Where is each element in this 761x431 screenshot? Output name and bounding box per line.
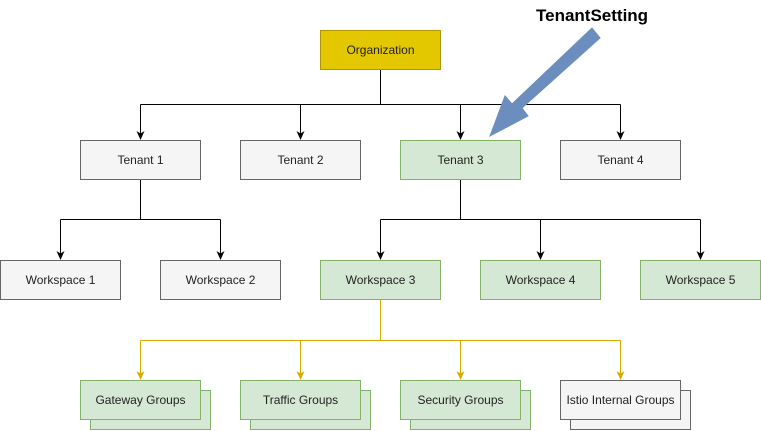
node-istio-internal-groups: Istio Internal Groups — [560, 380, 681, 420]
node-workspace-4-label: Workspace 4 — [505, 273, 576, 287]
node-workspace-5-label: Workspace 5 — [665, 273, 736, 287]
node-tenant-4-label: Tenant 4 — [597, 153, 644, 167]
node-security-groups: Security Groups — [400, 380, 521, 420]
node-istio-internal-groups-label: Istio Internal Groups — [566, 393, 675, 407]
node-gateway-groups: Gateway Groups — [80, 380, 201, 420]
tenantsetting-label: TenantSetting — [536, 6, 649, 25]
node-workspace-2-label: Workspace 2 — [185, 273, 256, 287]
node-tenant-4: Tenant 4 — [560, 140, 681, 180]
node-workspace-1-label: Workspace 1 — [25, 273, 96, 287]
node-traffic-groups-label: Traffic Groups — [262, 393, 339, 407]
node-tenant-1-label: Tenant 1 — [117, 153, 164, 167]
tenantsetting-arrow — [489, 27, 601, 138]
node-tenant-3-label: Tenant 3 — [437, 153, 484, 167]
node-tenant-2: Tenant 2 — [240, 140, 361, 180]
node-organization-label: Organization — [346, 43, 415, 57]
node-gateway-groups-label: Gateway Groups — [95, 393, 186, 407]
node-security-groups-label: Security Groups — [417, 393, 504, 407]
node-workspace-2: Workspace 2 — [160, 260, 281, 300]
node-tenant-2-label: Tenant 2 — [277, 153, 324, 167]
node-tenant-1: Tenant 1 — [80, 140, 201, 180]
node-workspace-3-label: Workspace 3 — [345, 273, 416, 287]
node-workspace-4: Workspace 4 — [480, 260, 601, 300]
node-traffic-groups: Traffic Groups — [240, 380, 361, 420]
node-organization: Organization — [320, 30, 441, 70]
node-workspace-1: Workspace 1 — [0, 260, 121, 300]
node-workspace-5: Workspace 5 — [640, 260, 761, 300]
node-workspace-3: Workspace 3 — [320, 260, 441, 300]
node-tenant-3: Tenant 3 — [400, 140, 521, 180]
